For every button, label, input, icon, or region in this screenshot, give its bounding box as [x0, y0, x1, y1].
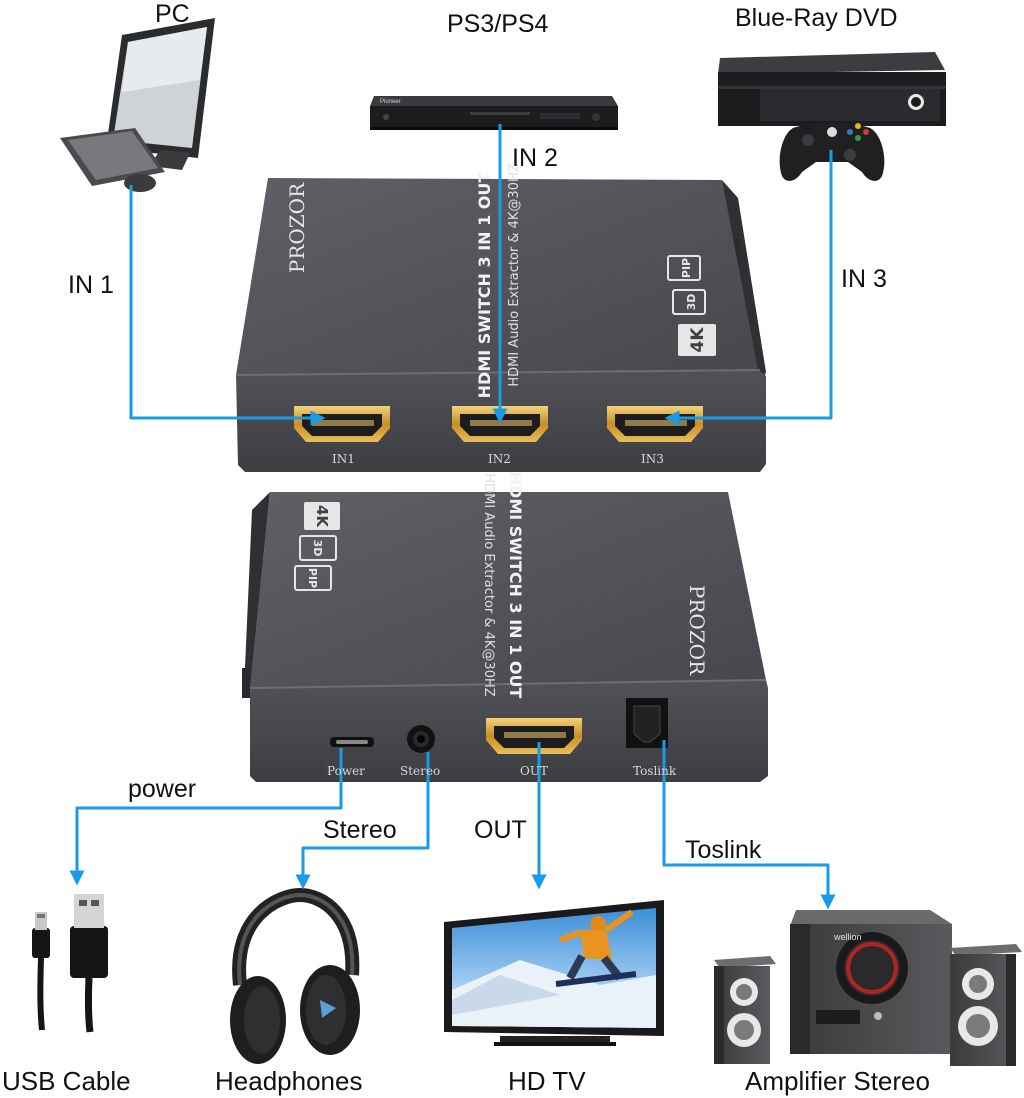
badge-pip-text: PIP [680, 258, 693, 278]
snowboarder-figure [555, 909, 637, 987]
input-label-in3: IN 3 [841, 265, 887, 293]
dest-label-amplifier: Amplifier Stereo [745, 1066, 930, 1096]
amplifier-stereo-icon: wellion [714, 910, 1022, 1066]
source-label-ps: PS3/PS4 [447, 10, 549, 38]
back-badge-pip-text: PIP [306, 568, 319, 588]
usb-cable-icon [32, 894, 108, 1033]
front-badge-4k: 4K [678, 324, 716, 356]
port-label-out: OUT [520, 764, 548, 778]
dest-label-usb: USB Cable [2, 1066, 131, 1096]
back-title-text: HDMI SWITCH 3 IN 1 OUT [506, 472, 525, 699]
arrow-in3 [664, 150, 833, 426]
back-brand-text: PROZOR [685, 585, 709, 676]
back-subtitle-group: HDMI Audio Extractor & 4K@30HZ [481, 473, 496, 696]
input-label-in2: IN 2 [512, 144, 558, 172]
dest-label-headphones: Headphones [215, 1066, 363, 1096]
back-badge-3d: 3D [299, 535, 337, 561]
dest-label-tv: HD TV [508, 1066, 586, 1096]
input-label-in1: IN 1 [68, 271, 114, 299]
port-label-in2: IN2 [488, 452, 511, 466]
badge-4k-text: 4K [688, 327, 708, 353]
front-title-group: HDMI SWITCH 3 IN 1 OUT [475, 172, 494, 399]
hdmi-port-in3 [607, 406, 703, 442]
back-subtitle-text: HDMI Audio Extractor & 4K@30HZ [481, 473, 496, 696]
back-badge-pip: PIP [294, 565, 332, 591]
front-title-text: HDMI SWITCH 3 IN 1 OUT [475, 172, 494, 399]
game-console-icon [718, 52, 946, 126]
arrow-power [69, 748, 343, 886]
speaker-brand-text: wellion [833, 932, 862, 942]
headphones-icon [230, 887, 360, 1064]
bluray-player-icon: Pioneer [370, 96, 618, 130]
toslink-port [626, 698, 668, 748]
source-label-bluray: Blue-Ray DVD [735, 4, 898, 32]
hd-tv-icon [444, 900, 664, 1046]
front-brand-text: PROZOR [285, 182, 309, 273]
output-label-toslink: Toslink [685, 836, 762, 864]
hdmi-port-in1 [294, 406, 390, 442]
back-badge-4k-text: 4K [313, 505, 331, 528]
front-subtitle-group: HDMI Audio Extractor & 4K@30HZ [507, 163, 522, 386]
stereo-jack-port [407, 725, 435, 753]
arrow-in1 [129, 185, 326, 426]
hdmi-port-in2 [452, 406, 548, 442]
source-label-pc: PC [155, 0, 190, 28]
output-label-out: OUT [474, 816, 527, 844]
player-brand-text: Pioneer [380, 99, 401, 105]
arrow-stereo [295, 752, 430, 890]
port-label-power: Power [327, 764, 365, 778]
front-badge-pip: PIP [667, 255, 701, 281]
front-brand-group: PROZOR [285, 182, 309, 273]
micro-usb-power-port [330, 737, 374, 747]
port-label-in1: IN1 [332, 452, 355, 466]
back-brand-group: PROZOR [685, 585, 709, 676]
port-label-toslink: Toslink [633, 764, 677, 778]
back-title-group: HDMI SWITCH 3 IN 1 OUT [506, 472, 525, 699]
badge-3d-text: 3D [685, 294, 698, 311]
output-label-stereo: Stereo [323, 816, 397, 844]
connection-arrows [69, 124, 836, 910]
back-badge-3d-text: 3D [311, 540, 324, 557]
back-badge-4k: 4K [304, 502, 340, 530]
port-label-in3: IN3 [641, 452, 664, 466]
output-label-power: power [128, 775, 197, 803]
front-subtitle-text: HDMI Audio Extractor & 4K@30HZ [507, 163, 522, 386]
port-label-stereo: Stereo [400, 764, 441, 778]
front-badge-3d: 3D [672, 289, 706, 315]
hdmi-port-out [486, 718, 582, 754]
arrow-toslink [662, 740, 836, 910]
pc-icon [60, 18, 215, 192]
